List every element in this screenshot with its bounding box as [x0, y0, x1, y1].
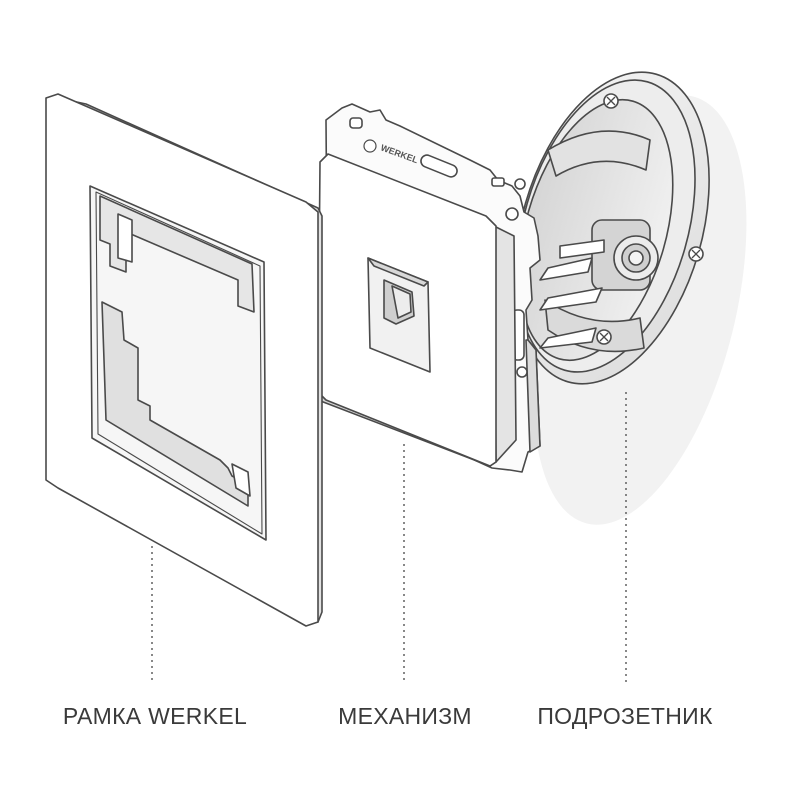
frame-label: РАМКА WERKEL [62, 703, 248, 729]
mounting-box [514, 71, 747, 525]
leader-lines [151, 392, 627, 684]
frame [45, 93, 323, 627]
mechanism-label: МЕХАНИЗМ [338, 703, 472, 729]
mechanism: WERKEL [317, 103, 541, 473]
mounting-box-label: ПОДРОЗЕТНИК [537, 703, 713, 729]
